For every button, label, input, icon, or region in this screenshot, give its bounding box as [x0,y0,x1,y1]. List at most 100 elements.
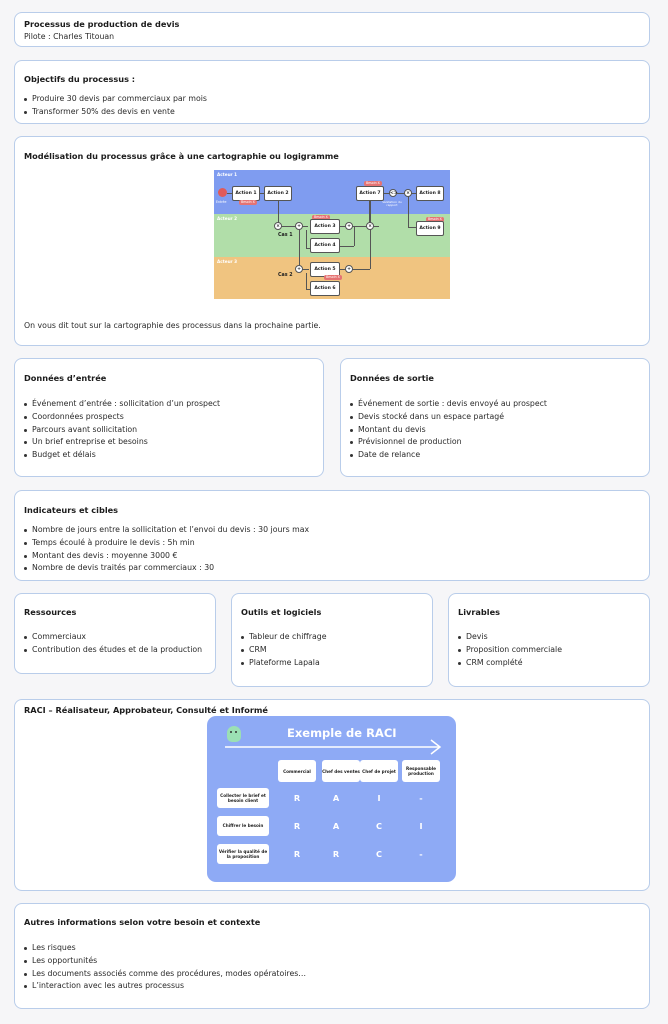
list-item: Commerciaux [24,631,206,644]
deliverables-card: Livrables Devis Proposition commerciale … [448,593,650,687]
connector-line [306,273,307,289]
raci-cell: C [375,821,382,831]
connector-line [306,230,307,248]
tag-badge: Besoin X [312,215,330,220]
list-item: Événement de sortie : devis envoyé au pr… [350,398,640,411]
indicators-list: Nombre de jours entre la sollicitation e… [24,524,640,575]
process-map-diagram: Acteur 1 Acteur 2 Acteur 3 Entrée Action… [214,170,450,299]
action-box: Action 3 [310,219,340,234]
raci-cell: A [332,821,340,831]
process-pilot: Pilote : Charles Titouan [24,32,115,41]
list-item: Coordonnées prospects [24,411,314,424]
gateway-icon: + [295,265,303,273]
connector-line [227,193,232,194]
connector-line [369,226,379,227]
raci-cell: R [293,793,301,803]
deliverables-title: Livrables [458,607,501,617]
connector-line [340,246,354,247]
end-label: Validation du rapport [382,200,402,208]
list-item: Prévisionnel de production [350,436,640,449]
list-item: Transformer 50% des devis en vente [24,106,640,119]
list-item: Devis [458,631,640,644]
action-box: Action 1 [232,186,260,201]
raci-cell: - [419,849,423,859]
list-item: Un brief entreprise et besoins [24,436,314,449]
outputs-title: Données de sortie [350,373,434,383]
raci-column-header: Commercial [278,760,316,782]
list-item: Devis stocké dans un espace partagé [350,411,640,424]
list-item: Nombre de devis traités par commerciaux … [24,562,640,575]
gateway-icon: + [345,222,353,230]
inputs-title: Données d’entrée [24,373,107,383]
action-box: Action 4 [310,238,340,253]
inputs-card: Données d’entrée Événement d’entrée : so… [14,358,324,477]
list-item: Tableur de chiffrage [241,631,423,644]
raci-cell: I [419,821,423,831]
list-item: Contribution des études et de la product… [24,644,206,657]
list-item: Les risques [24,942,640,955]
deliverables-list: Devis Proposition commerciale CRM complé… [458,631,640,669]
list-item: Temps écoulé à produire le devis : 5h mi… [24,537,640,550]
action-box: Action 7 [356,186,384,201]
tools-title: Outils et logiciels [241,607,322,617]
list-item: Les documents associés comme des procédu… [24,968,640,981]
gateway-icon: <> [389,189,398,197]
list-item: Montant des devis : moyenne 3000 € [24,550,640,563]
case-label: Cas 2 [278,273,293,278]
lane-label: Acteur 1 [217,172,237,177]
raci-row-label: Collecter le brief et besoin client [217,788,269,808]
lane-label: Acteur 3 [217,259,237,264]
list-item: CRM complété [458,657,640,670]
tag-badge: Besoin X [239,200,257,205]
objectives-list: Produire 30 devis par commerciaux par mo… [24,93,640,119]
raci-image-title: Exemple de RACI [287,726,397,740]
raci-cell: - [419,793,423,803]
list-item: Les opportunités [24,955,640,968]
connector-line [408,193,409,227]
other-info-title: Autres informations selon votre besoin e… [24,917,261,927]
inputs-list: Événement d’entrée : sollicitation d’un … [24,398,314,462]
connector-line [340,269,370,270]
other-info-list: Les risques Les opportunités Les documen… [24,942,640,993]
connector-line [369,200,370,226]
start-label: Entrée [216,200,227,204]
gateway-icon: × [274,222,282,230]
tag-badge: Besoin X [364,181,382,186]
raci-cell: C [375,849,382,859]
lane-label: Acteur 2 [217,216,237,221]
modeling-title: Modélisation du processus grâce à une ca… [24,151,339,161]
resources-title: Ressources [24,607,77,617]
raci-cell: R [332,849,340,859]
list-item: Budget et délais [24,449,314,462]
raci-title: RACI – Réalisateur, Approbateur, Consult… [24,705,268,715]
indicators-card: Indicateurs et cibles Nombre de jours en… [14,490,650,581]
resources-card: Ressources Commerciaux Contribution des … [14,593,216,674]
gateway-icon: + [295,222,303,230]
action-box: Action 8 [416,186,444,201]
modeling-caption: On vous dit tout sur la cartographie des… [24,321,321,330]
list-item: Produire 30 devis par commerciaux par mo… [24,93,640,106]
action-box: Action 2 [264,186,292,201]
raci-cell: A [332,793,340,803]
connector-line [408,227,418,228]
arrow-right-icon [225,739,442,755]
raci-column-header: Responsable production [402,760,440,782]
connector-line [340,226,370,227]
start-node-icon [218,188,227,197]
resources-list: Commerciaux Contribution des études et d… [24,631,206,657]
connector-line [354,226,355,246]
connector-line [299,269,309,270]
gateway-icon: + [345,265,353,273]
connector-line [260,193,264,194]
connector-line [278,226,308,227]
mascot-icon [227,726,241,742]
gateway-icon: × [404,189,412,197]
gateway-icon: × [366,222,374,230]
objectives-title: Objectifs du processus : [24,74,136,84]
list-item: Plateforme Lapala [241,657,423,670]
raci-image: Exemple de RACI Commercial Chef des vent… [207,716,456,882]
raci-column-header: Chef des ventes [322,760,360,782]
list-item: Date de relance [350,449,640,462]
connector-line [299,226,300,269]
list-item: L’interaction avec les autres processus [24,980,640,993]
